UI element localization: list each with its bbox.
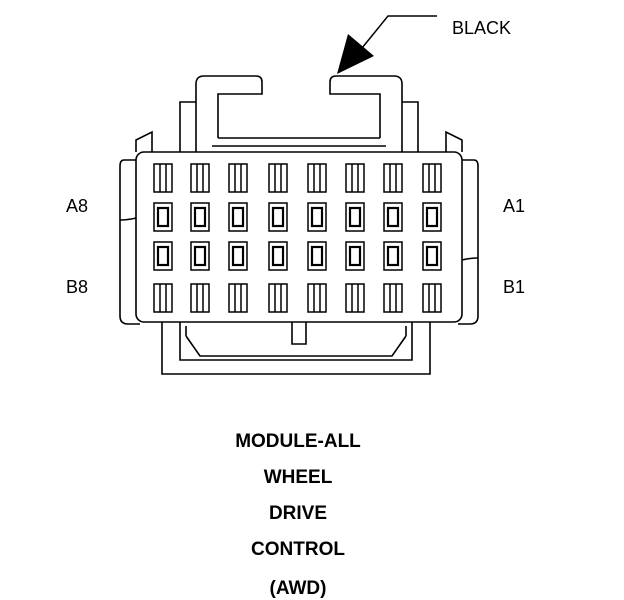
pin-terminal xyxy=(386,206,400,228)
pin-cavity xyxy=(228,283,248,313)
pin-cavity-outline xyxy=(153,163,173,193)
pin-cavity xyxy=(307,283,327,313)
pin-cavity xyxy=(345,163,365,193)
pin-label-a8: A8 xyxy=(66,196,88,216)
pin-cavity-outline xyxy=(422,241,442,271)
pin-cavity xyxy=(345,283,365,313)
pin-cavity-outline xyxy=(190,202,210,232)
color-leader xyxy=(361,15,437,49)
pin-label-b8: B8 xyxy=(66,277,88,297)
title-line-2: WHEEL xyxy=(264,467,333,488)
pin-terminal xyxy=(193,206,207,228)
pin-cavity xyxy=(190,241,210,271)
pin-label-a1: A1 xyxy=(503,196,525,216)
pin-terminal xyxy=(231,206,245,228)
pin-cavity xyxy=(228,202,248,232)
pin-cavity-outline xyxy=(383,241,403,271)
pin-terminal xyxy=(231,245,245,267)
title-line-5: (AWD) xyxy=(270,578,327,599)
pin-terminal xyxy=(156,206,170,228)
pin-cavity-outline xyxy=(153,241,173,271)
pin-cavity-outline xyxy=(153,202,173,232)
pin-cavity-outline xyxy=(422,202,442,232)
pin-cavity-outline xyxy=(268,283,288,313)
color-arrow xyxy=(337,34,374,74)
pin-cavity xyxy=(153,163,173,193)
pin-cavity-outline xyxy=(422,163,442,193)
pin-cavity xyxy=(383,241,403,271)
pin-cavity-outline xyxy=(228,202,248,232)
pin-terminal xyxy=(310,245,324,267)
pin-cavity-outline xyxy=(228,163,248,193)
pin-cavity-outline xyxy=(422,283,442,313)
connector-body xyxy=(119,75,479,375)
pin-terminal xyxy=(156,245,170,267)
pin-cavities xyxy=(153,163,442,313)
pin-cavity xyxy=(153,241,173,271)
pin-cavity xyxy=(190,163,210,193)
pin-cavity xyxy=(383,202,403,232)
pin-cavity-outline xyxy=(268,241,288,271)
pin-terminal xyxy=(386,245,400,267)
pin-cavity xyxy=(307,241,327,271)
pin-cavity xyxy=(268,283,288,313)
pin-terminal xyxy=(425,206,439,228)
pin-cavity-outline xyxy=(345,241,365,271)
pin-cavity-outline xyxy=(383,202,403,232)
pin-cavity xyxy=(228,163,248,193)
pin-cavity-outline xyxy=(383,283,403,313)
pin-cavity-outline xyxy=(345,283,365,313)
pin-cavity-outline xyxy=(307,202,327,232)
pin-cavity xyxy=(153,283,173,313)
pin-label-b1: B1 xyxy=(503,277,525,297)
pin-cavity xyxy=(345,241,365,271)
pin-cavity xyxy=(190,202,210,232)
pin-cavity xyxy=(153,202,173,232)
pin-terminal xyxy=(193,245,207,267)
pin-cavity xyxy=(422,241,442,271)
pin-cavity-outline xyxy=(153,283,173,313)
pin-cavity xyxy=(228,241,248,271)
pin-cavity xyxy=(268,202,288,232)
pin-cavity-outline xyxy=(268,202,288,232)
pin-terminal xyxy=(310,206,324,228)
pin-cavity-outline xyxy=(190,163,210,193)
pin-cavity xyxy=(422,163,442,193)
pin-cavity-outline xyxy=(268,163,288,193)
pin-terminal xyxy=(348,245,362,267)
title-line-4: CONTROL xyxy=(251,539,345,560)
pin-cavity-outline xyxy=(307,241,327,271)
pin-cavity-outline xyxy=(345,202,365,232)
pin-cavity-outline xyxy=(307,163,327,193)
pin-terminal xyxy=(271,245,285,267)
pin-cavity xyxy=(422,202,442,232)
title-line-3: DRIVE xyxy=(269,503,327,524)
pin-cavity xyxy=(190,283,210,313)
pin-cavity xyxy=(307,202,327,232)
pin-cavity-outline xyxy=(307,283,327,313)
pin-cavity-outline xyxy=(190,241,210,271)
pin-terminal xyxy=(271,206,285,228)
title-line-1: MODULE-ALL xyxy=(235,431,361,452)
pin-cavity xyxy=(307,163,327,193)
pin-cavity-outline xyxy=(383,163,403,193)
pin-cavity xyxy=(268,163,288,193)
pin-cavity xyxy=(422,283,442,313)
pin-cavity-outline xyxy=(228,241,248,271)
pin-cavity xyxy=(268,241,288,271)
pin-cavity xyxy=(345,202,365,232)
pin-cavity xyxy=(383,163,403,193)
pin-terminal xyxy=(348,206,362,228)
pin-cavity-outline xyxy=(345,163,365,193)
color-label: BLACK xyxy=(452,18,511,38)
pin-cavity-outline xyxy=(228,283,248,313)
pin-cavity xyxy=(383,283,403,313)
pin-terminal xyxy=(425,245,439,267)
pin-cavity-outline xyxy=(190,283,210,313)
